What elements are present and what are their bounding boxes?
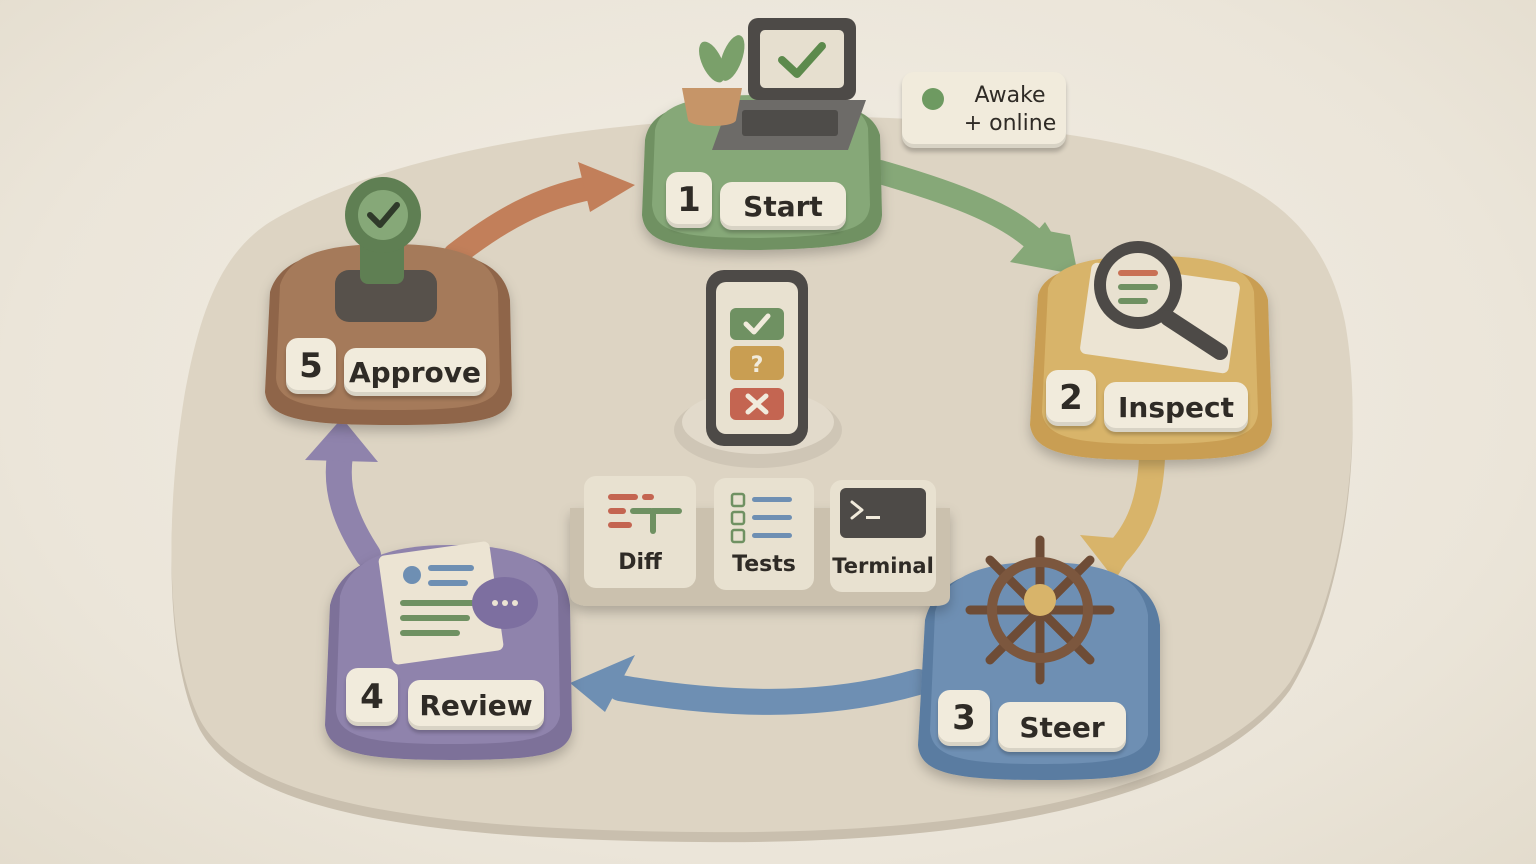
step-1-label[interactable]: Start xyxy=(720,182,846,230)
arrow-inspect-to-steer xyxy=(1080,445,1165,580)
status-line-1: Awake xyxy=(974,83,1046,108)
arrow-start-to-inspect xyxy=(868,160,1078,275)
tests-panel[interactable] xyxy=(714,478,814,590)
step-2-label[interactable]: Inspect xyxy=(1104,382,1248,432)
arrow-steer-to-review xyxy=(570,655,931,715)
step-5-label[interactable]: Approve xyxy=(344,348,486,396)
online-dot-icon xyxy=(922,88,944,110)
terminal-label: Terminal xyxy=(832,554,934,578)
phone-status-icon: ? xyxy=(674,270,842,468)
svg-text:?: ? xyxy=(751,353,764,378)
ship-wheel-icon xyxy=(965,535,1115,685)
step-3-number: 3 xyxy=(938,690,990,746)
arrow-approve-to-start xyxy=(443,162,635,267)
terminal-panel[interactable] xyxy=(830,480,936,592)
stamp-check-icon xyxy=(335,177,437,322)
diff-label: Diff xyxy=(618,549,662,575)
tests-label: Tests xyxy=(732,551,796,577)
diff-panel[interactable] xyxy=(584,476,696,588)
document-chat-icon xyxy=(378,541,538,665)
step-4-number: 4 xyxy=(346,668,398,726)
step-5-number: 5 xyxy=(286,338,336,394)
magnifier-document-icon xyxy=(1080,241,1240,374)
step-3-label[interactable]: Steer xyxy=(998,702,1126,752)
laptop-check-icon xyxy=(712,18,866,150)
step-1-number: 1 xyxy=(666,172,712,228)
step-2-number: 2 xyxy=(1046,370,1096,426)
status-line-2: + online xyxy=(963,111,1057,136)
arrow-review-to-approve xyxy=(305,418,381,568)
plant-pot-icon xyxy=(682,35,745,126)
step-4-label[interactable]: Review xyxy=(408,680,544,730)
status-text: Awake + online xyxy=(958,82,1062,138)
status-badge: Awake + online xyxy=(902,72,1066,148)
